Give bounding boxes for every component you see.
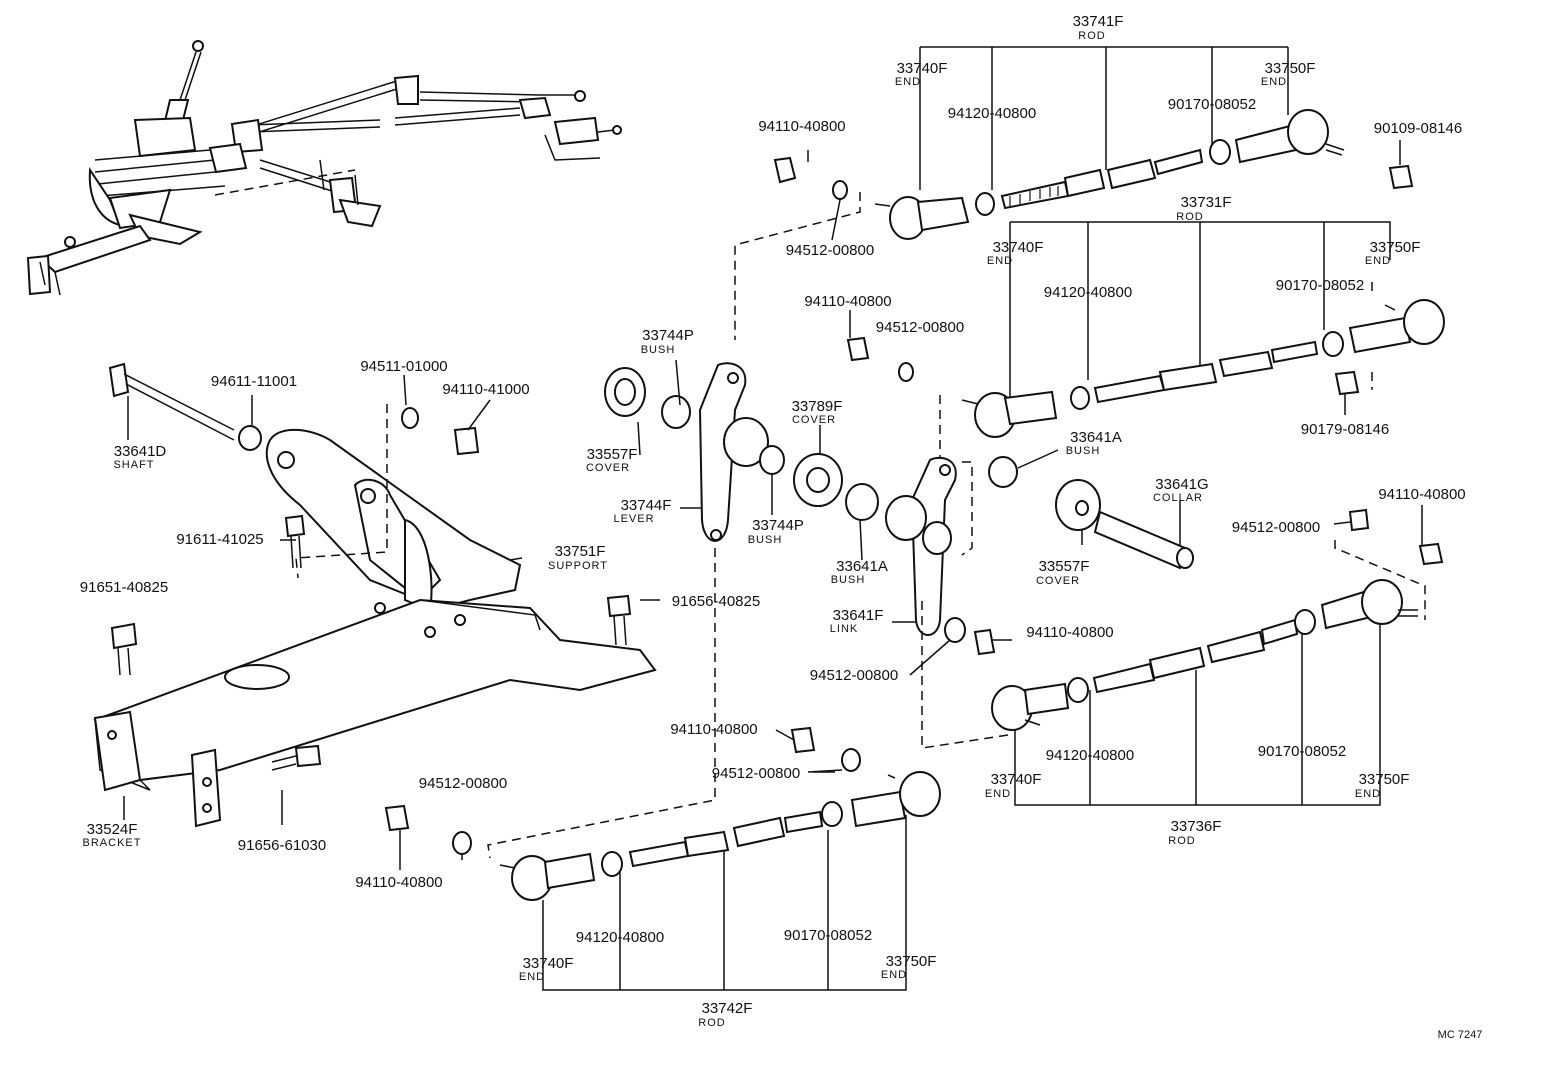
linkage-overview-inset [26,40,622,296]
label-91651-40825: 91651-40825 [80,579,168,596]
label-33641a-lower-desc: BUSH [831,574,866,586]
label-33744f-desc: LEVER [613,513,654,525]
label-33750f-bottom: 33750F [886,953,937,970]
label-33524f: 33524F [87,821,138,838]
label-33641f-desc: LINK [830,623,858,635]
label-33742f: 33742F [702,1000,753,1017]
leader-lines [123,359,1351,825]
label-94512-00800-f: 94512-00800 [419,775,507,792]
label-33751f: 33751F [555,543,606,560]
rod-assembly-33741f [734,46,1414,340]
label-33641d: 33641D [114,443,167,460]
label-91656-61030: 91656-61030 [238,837,326,854]
label-33742f-desc: ROD [698,1017,725,1029]
label-33641g-desc: COLLAR [1153,492,1203,504]
label-33740f-bottom: 33740F [523,955,574,972]
label-94512-00800-d: 94512-00800 [810,667,898,684]
label-33557f-right-desc: COVER [1036,575,1080,587]
label-33750f-top-desc: END [1261,76,1287,88]
label-33744p-lower-desc: BUSH [748,534,783,546]
part-labels: 33741F ROD 33740F END 33750F END 94120-4… [80,13,1483,1041]
label-94611-11001: 94611-11001 [211,373,297,390]
label-33641a-lower: 33641A [836,558,888,575]
label-94120-40800-a: 94120-40800 [948,105,1036,122]
label-33740f-top-desc: END [895,76,921,88]
label-94110-40800-f: 94110-40800 [355,874,442,891]
label-94110-40800-d: 94110-40800 [1026,624,1113,641]
label-33740f-mid: 33740F [993,239,1044,256]
label-90179-08146: 90179-08146 [1301,421,1389,438]
lever-and-bush-group [487,362,1426,859]
label-33731f: 33731F [1181,194,1232,211]
label-33641g: 33641G [1155,476,1208,493]
label-94511-01000: 94511-01000 [360,358,447,375]
label-90170-08052-a: 90170-08052 [1168,96,1256,113]
label-33641a-right: 33641A [1070,429,1122,446]
label-33789f: 33789F [792,398,843,415]
label-33740f-right-desc: END [985,788,1011,800]
label-91656-40825: 91656-40825 [672,593,760,610]
label-33557f-left-desc: COVER [586,462,630,474]
label-94120-40800-b: 94120-40800 [1044,284,1132,301]
rod-assembly-33731f [846,221,1445,561]
label-91611-41025: 91611-41025 [176,531,263,548]
rod-assembly-33742f [384,726,941,991]
label-90170-08052-d: 90170-08052 [784,927,872,944]
label-94512-00800-a: 94512-00800 [786,242,874,259]
label-90109-08146: 90109-08146 [1374,120,1462,137]
rod-assembly-33736f [991,505,1444,806]
label-90170-08052-b: 90170-08052 [1276,277,1364,294]
label-33744f: 33744F [621,497,672,514]
label-33744p-lower: 33744P [752,517,804,534]
label-94110-40800-e: 94110-40800 [670,721,757,738]
label-33736f-desc: ROD [1168,835,1195,847]
label-33641f: 33641F [833,607,884,624]
label-33641a-right-desc: BUSH [1066,445,1101,457]
label-94512-00800-e: 94512-00800 [712,765,800,782]
label-33557f-left: 33557F [587,446,638,463]
label-33751f-desc: SUPPORT [548,560,608,572]
label-33750f-mid-desc: END [1365,255,1391,267]
label-33750f-right-desc: END [1355,788,1381,800]
support-bracket-assembly [93,362,657,828]
label-94120-40800-c: 94120-40800 [1046,747,1134,764]
label-94110-40800-c: 94110-40800 [1378,486,1465,503]
label-33740f-bottom-desc: END [519,971,545,983]
label-94512-00800-c: 94512-00800 [1232,519,1320,536]
label-94120-40800-d: 94120-40800 [576,929,664,946]
label-33750f-right: 33750F [1359,771,1410,788]
label-33736f: 33736F [1171,818,1222,835]
label-33750f-mid: 33750F [1370,239,1421,256]
label-94512-00800-b: 94512-00800 [876,319,964,336]
label-94110-40800-b: 94110-40800 [804,293,891,310]
label-33789f-desc: COVER [792,414,836,426]
label-33740f-top: 33740F [897,60,948,77]
label-33731f-desc: ROD [1176,211,1203,223]
label-33524f-desc: BRACKET [83,837,142,849]
label-94110-41000: 94110-41000 [442,381,529,398]
label-33741f-desc: ROD [1078,30,1105,42]
label-33744p-upper: 33744P [642,327,694,344]
label-90170-08052-c: 90170-08052 [1258,743,1346,760]
label-33641d-desc: SHAFT [113,459,154,471]
label-33750f-bottom-desc: END [881,969,907,981]
label-33741f: 33741F [1073,13,1124,30]
label-33744p-upper-desc: BUSH [641,344,676,356]
label-33557f-right: 33557F [1039,558,1090,575]
label-33740f-mid-desc: END [987,255,1013,267]
diagram-code: MC 7247 [1438,1029,1483,1041]
label-94110-40800-a: 94110-40800 [758,118,845,135]
label-33740f-right: 33740F [991,771,1042,788]
label-33750f-top: 33750F [1265,60,1316,77]
